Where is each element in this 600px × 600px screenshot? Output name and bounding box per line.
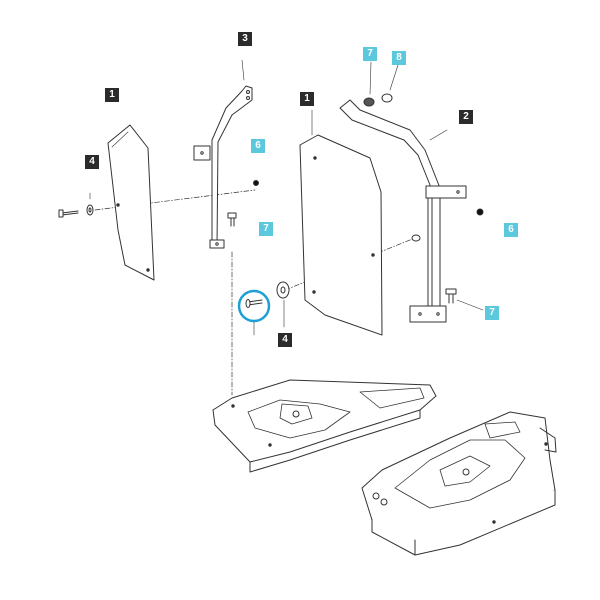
part-label-3: 3	[238, 32, 252, 46]
small-bolt-right	[445, 288, 484, 311]
side-panel-right	[299, 109, 383, 336]
post-left	[193, 59, 253, 249]
washer-bottom	[276, 281, 290, 328]
part-label-7-top: 7	[363, 47, 377, 61]
part-label-6-top: 6	[251, 139, 265, 153]
part-label-7-left: 7	[259, 222, 273, 236]
side-panel-left	[107, 124, 155, 281]
base-plate-lower	[361, 411, 557, 556]
frame-post-right	[339, 99, 467, 323]
part-label-1-right: 1	[300, 92, 314, 106]
floor-plate-upper	[212, 379, 437, 473]
nut-right	[476, 208, 484, 216]
part-label-4-left: 4	[85, 155, 99, 169]
part-label-1-left: 1	[105, 88, 119, 102]
part-label-6-right: 6	[504, 223, 518, 237]
cap-nuts-top	[363, 61, 399, 107]
part-label-2: 2	[459, 110, 473, 124]
nut-top	[253, 180, 259, 186]
part-label-4-bottom: 4	[278, 333, 292, 347]
part-label-8: 8	[392, 51, 406, 65]
part-label-7-right: 7	[485, 306, 499, 320]
small-bolt-left	[227, 212, 237, 227]
bolt-washer-left	[58, 192, 94, 218]
bolt-highlighted	[237, 289, 271, 336]
